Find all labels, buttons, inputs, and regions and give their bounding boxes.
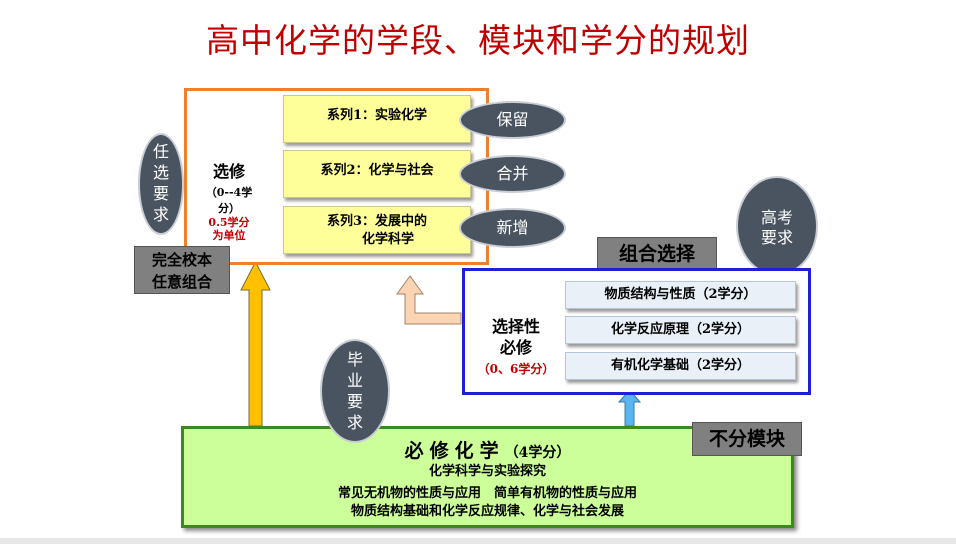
page-title: 高中化学的学段、模块和学分的规划 — [206, 21, 750, 60]
required-title: 必修化学（4学分） — [181, 436, 794, 463]
bottom-bar — [0, 538, 956, 544]
tag-char: 要 — [346, 392, 363, 411]
required-line-3: 物质结构基础和化学反应规律、化学与社会发展 — [350, 504, 624, 519]
no-split-label: 不分模块 — [692, 422, 802, 456]
combo-select-label: 组合选择 — [597, 237, 717, 271]
series-3-line2: 化学科学 — [361, 232, 414, 247]
tag-char: 求 — [346, 413, 363, 432]
series-2-label: 系列2：化学与社会 — [320, 163, 434, 178]
series-1-box: 系列1：实验化学 — [283, 95, 471, 143]
school-combo-label: 完全校本 任意组合 — [134, 246, 230, 294]
tag-char: 要 — [152, 184, 169, 203]
selective-title-2: 必修 — [499, 338, 532, 357]
series-2-box: 系列2：化学与社会 — [283, 150, 471, 198]
tag-char: 毕 — [346, 350, 363, 369]
selective-title-1: 选择性 — [491, 317, 540, 336]
school-combo-line1: 完全校本 — [151, 251, 212, 269]
module-organic: 有机化学基础（2学分） — [565, 352, 796, 380]
series-3-line1: 系列3：发展中的 — [326, 214, 428, 229]
arrow-selective-to-elective — [396, 275, 462, 325]
required-credits: （4学分） — [504, 445, 571, 461]
arrow-required-to-elective — [240, 260, 271, 427]
elective-label: 选修 （0--4学分） 0.5学分 为单位 — [198, 158, 260, 242]
tag-exam-requirement: 高考 要求 — [736, 176, 818, 276]
series-1-label: 系列1：实验化学 — [326, 108, 428, 123]
required-box — [181, 426, 794, 528]
tag-line: 高考 — [760, 208, 793, 227]
elective-credits: （0--4学分） — [205, 186, 253, 215]
status-keep: 保留 — [459, 101, 566, 139]
status-merge: 合并 — [459, 155, 566, 193]
required-line-1: 化学科学与实验探究 — [428, 464, 546, 479]
selective-credits: （0、6学分） — [477, 362, 555, 376]
tag-char: 任 — [152, 142, 169, 161]
school-combo-line2: 任意组合 — [151, 273, 212, 291]
required-line-2: 常见无机物的性质与应用 简单有机物的性质与应用 — [337, 486, 637, 501]
tag-char: 求 — [152, 205, 169, 224]
module-reaction: 化学反应原理（2学分） — [565, 316, 796, 344]
elective-note-2: 为单位 — [212, 229, 246, 242]
tag-char: 业 — [346, 371, 363, 390]
status-new: 新增 — [459, 208, 566, 248]
elective-title: 选修 — [212, 162, 245, 181]
required-title-text: 必修化学 — [404, 440, 505, 462]
series-3-label: 系列3：发展中的 化学科学 — [284, 213, 470, 249]
tag-line: 要求 — [760, 228, 793, 247]
tag-elective-requirement: 任 选 要 求 — [138, 133, 184, 235]
selective-required-label: 选择性 必修 （0、6学分） — [474, 316, 558, 377]
module-structure: 物质结构与性质（2学分） — [565, 281, 796, 309]
arrow-required-to-selective — [617, 389, 642, 427]
tag-graduation-requirement: 毕 业 要 求 — [320, 339, 390, 443]
tag-char: 选 — [152, 163, 169, 182]
series-3-box: 系列3：发展中的 化学科学 — [283, 206, 471, 254]
elective-note-1: 0.5学分 — [208, 216, 250, 229]
